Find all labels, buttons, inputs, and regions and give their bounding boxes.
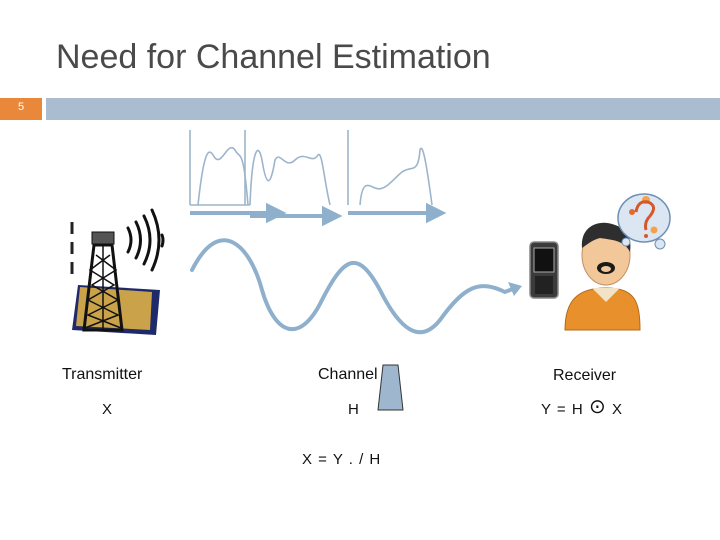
receiver-equation-left: Y = H [541,401,584,418]
title-underline-bar [46,98,720,120]
mobile-phone-icon [529,241,559,299]
frequency-spectra [189,130,433,206]
channel-block [377,364,404,411]
page-number-badge [0,98,42,120]
hadamard-product-symbol: ⊙ [589,396,606,418]
signal-wave-arrowhead [508,282,522,296]
spectrum-axis-1 [189,130,250,206]
channel-symbol: H [348,401,360,418]
spectrum-curve-1 [197,147,249,206]
transmitter-label: Transmitter [62,366,143,383]
slide-title: Need for Channel Estimation [56,38,491,76]
receiver-equation-right: X [612,401,624,418]
transmitter-tower-icon [70,222,160,335]
question-bubble-icon [617,193,671,250]
spectrum-curve-2 [249,149,331,206]
channel-label: Channel [318,366,378,383]
page-number: 5 [17,101,25,113]
spectrum-arrows [190,202,447,227]
signal-waves-icon [126,208,165,272]
spectrum-curve-3 [359,147,433,206]
person-icon [564,222,641,331]
estimation-equation: X = Y . / H [302,451,382,468]
transmitter-symbol: X [102,401,114,418]
signal-wave [190,238,517,335]
receiver-label: Receiver [553,367,617,384]
